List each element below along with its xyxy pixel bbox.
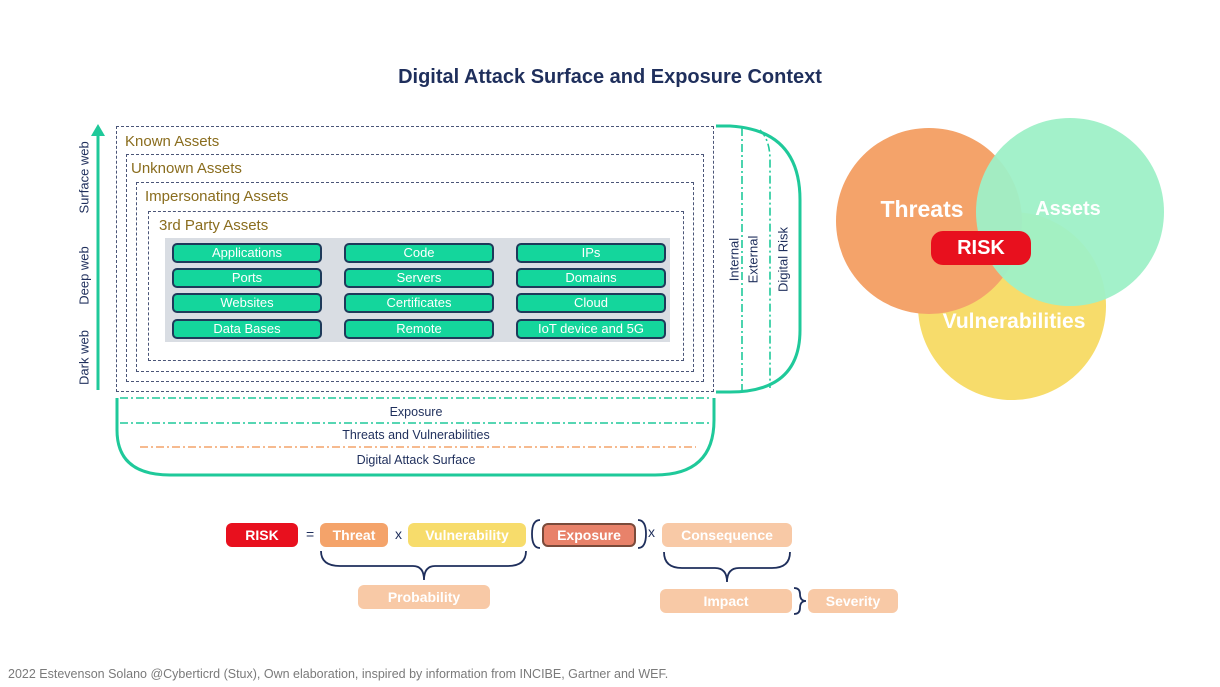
formula-impact: Impact bbox=[660, 589, 792, 613]
unknown-assets-label: Unknown Assets bbox=[131, 160, 242, 177]
asset-chip: Cloud bbox=[516, 293, 666, 313]
formula-severity: Severity bbox=[808, 589, 898, 613]
venn-threats-label: Threats bbox=[880, 196, 964, 222]
formula-vulnerability: Vulnerability bbox=[408, 523, 526, 547]
formula-exposure: Exposure bbox=[542, 523, 636, 547]
asset-chip: IoT device and 5G bbox=[516, 319, 666, 339]
label-internal: Internal bbox=[726, 237, 742, 282]
formula-consequence: Consequence bbox=[662, 523, 792, 547]
label-exposure: Exposure bbox=[389, 405, 443, 419]
asset-chip: Code bbox=[344, 243, 494, 263]
asset-chip: Certificates bbox=[344, 293, 494, 313]
impersonating-assets-box bbox=[136, 182, 694, 372]
venn-risk-badge: RISK bbox=[931, 231, 1031, 265]
formula-probability: Probability bbox=[358, 585, 490, 609]
page-title: Digital Attack Surface and Exposure Cont… bbox=[398, 66, 822, 88]
label-digital-risk: Digital Risk bbox=[775, 227, 791, 293]
asset-chip: Ports bbox=[172, 268, 322, 288]
venn-assets-label: Assets bbox=[1035, 198, 1101, 220]
asset-chip: Domains bbox=[516, 268, 666, 288]
asset-chip: Applications bbox=[172, 243, 322, 263]
third-party-assets-label: 3rd Party Assets bbox=[159, 217, 269, 234]
unknown-assets-box bbox=[126, 154, 704, 382]
footer-credit: 2022 Estevenson Solano @Cyberticrd (Stux… bbox=[8, 667, 669, 681]
assets-circle bbox=[976, 118, 1164, 306]
web-depth-arrow bbox=[91, 124, 105, 390]
label-threats-vulnerabilities: Threats and Vulnerabilities bbox=[342, 428, 490, 442]
formula-risk: RISK bbox=[226, 523, 298, 547]
asset-chip: Data Bases bbox=[172, 319, 322, 339]
asset-chip: Servers bbox=[344, 268, 494, 288]
known-assets-label: Known Assets bbox=[125, 133, 220, 150]
label-digital-attack-surface: Digital Attack Surface bbox=[356, 453, 476, 467]
formula-times-1: x bbox=[395, 526, 402, 542]
impersonating-assets-label: Impersonating Assets bbox=[145, 188, 289, 205]
asset-chip: Websites bbox=[172, 293, 322, 313]
asset-chip: Remote bbox=[344, 319, 494, 339]
label-external: External bbox=[745, 235, 761, 284]
venn-vulnerabilities-label: Vulnerabilities bbox=[942, 310, 1086, 333]
third-party-assets-box bbox=[148, 211, 684, 361]
known-assets-box bbox=[116, 126, 714, 392]
formula-equals: = bbox=[306, 526, 315, 542]
asset-chip: IPs bbox=[516, 243, 666, 263]
formula-threat: Threat bbox=[320, 523, 388, 547]
formula-times-2: x bbox=[648, 524, 655, 540]
